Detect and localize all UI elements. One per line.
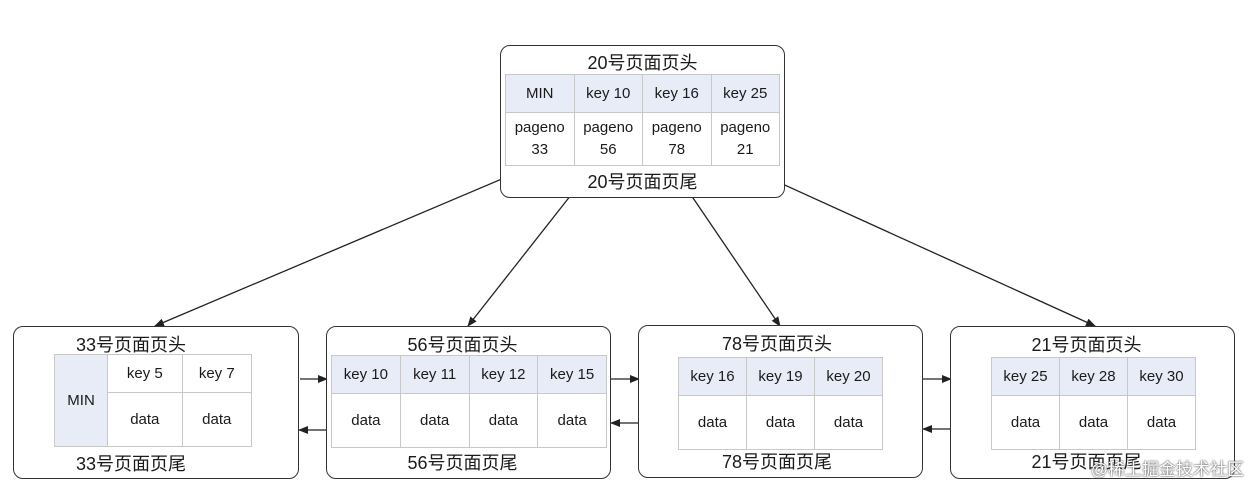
leaf-record-table: key 10 key 11 key 12 key 15 data data da… (331, 355, 607, 448)
leaf-page-footer: 33号页面页尾 (75, 454, 187, 474)
leaf-page-footer: 21号页面页尾 (1031, 452, 1142, 472)
leaf-page-header: 33号页面页头 (75, 335, 187, 355)
root-key-cell: MIN (505, 74, 575, 113)
pointer-label: pageno (720, 119, 771, 136)
leaf-data-cell: data (1059, 395, 1128, 450)
leaf-key-cell: key 10 (331, 355, 401, 394)
leaf-data-cell: data (468, 393, 539, 448)
watermark: @稀土掘金技术社区 (1090, 460, 1244, 479)
root-key-cell: key 16 (642, 74, 712, 113)
pointer-label: pageno (651, 119, 702, 136)
leaf-key-cell: key 12 (468, 355, 539, 394)
leaf-key-cell: key 15 (537, 355, 607, 394)
min-record-cell: MIN (53, 354, 109, 447)
root-pointer-cell: pageno 56 (573, 112, 643, 166)
pointer-page-number: 78 (668, 141, 686, 158)
leaf-page-21: 21号页面页头 key 25 key 28 key 30 data data d… (950, 326, 1235, 479)
leaf-data-cell: data (537, 393, 607, 448)
leaf-data-cell: data (181, 392, 253, 447)
root-key-cell: key 25 (710, 74, 780, 113)
root-pointer-cell: pageno 21 (710, 112, 780, 166)
root-page-footer: 20号页面页尾 (587, 172, 698, 192)
pointer-arrow-33 (154, 166, 531, 327)
leaf-record-table: key 25 key 28 key 30 data data data (991, 357, 1196, 450)
leaf-page-header: 21号页面页头 (1031, 335, 1142, 355)
leaf-key-cell: key 20 (814, 357, 883, 396)
leaf-page-header: 78号页面页头 (721, 334, 833, 354)
pointer-label: pageno (514, 119, 565, 136)
pointer-page-number: 56 (599, 141, 617, 158)
leaf-page-footer: 56号页面页尾 (407, 453, 518, 473)
leaf-data-cell: data (107, 392, 183, 447)
pointer-page-number: 33 (531, 141, 549, 158)
leaf-record-table: MIN key 5 key 7 data data (53, 354, 253, 447)
leaf-page-56: 56号页面页头 key 10 key 11 key 12 key 15 data… (326, 326, 611, 479)
leaf-page-33: 33号页面页头 MIN key 5 key 7 data data 33号页面页… (13, 326, 299, 479)
pointer-label: pageno (583, 119, 634, 136)
leaf-data-cell: data (1127, 395, 1196, 450)
root-pointer-cell: pageno 78 (642, 112, 712, 166)
leaf-page-footer: 78号页面页尾 (721, 452, 833, 472)
leaf-key-cell: key 5 (107, 354, 183, 393)
leaf-key-cell: key 25 (991, 357, 1060, 396)
leaf-key-cell: key 30 (1127, 357, 1196, 396)
pointer-page-number: 21 (736, 141, 754, 158)
leaf-record-table: key 16 key 19 key 20 data data data (678, 357, 883, 450)
leaf-key-cell: key 7 (181, 354, 253, 393)
leaf-data-cell: data (991, 395, 1060, 450)
leaf-data-cell: data (746, 395, 815, 450)
root-key-cell: key 10 (573, 74, 643, 113)
root-pointer-cell: pageno 33 (505, 112, 575, 166)
leaf-key-cell: key 28 (1059, 357, 1128, 396)
leaf-page-78: 78号页面页头 key 16 key 19 key 20 data data d… (638, 325, 923, 478)
leaf-key-cell: key 11 (399, 355, 470, 394)
root-record-table: MIN key 10 key 16 key 25 pageno 33 pagen… (505, 74, 780, 166)
root-page-header: 20号页面页头 (587, 53, 698, 73)
leaf-data-cell: data (331, 393, 401, 448)
leaf-page-header: 56号页面页头 (407, 335, 518, 355)
leaf-data-cell: data (814, 395, 883, 450)
leaf-data-cell: data (399, 393, 470, 448)
leaf-data-cell: data (678, 395, 747, 450)
root-page: 20号页面页头 MIN key 10 key 16 key 25 pageno … (500, 45, 785, 198)
leaf-key-cell: key 16 (678, 357, 747, 396)
pointer-arrow-21 (744, 166, 1096, 327)
leaf-key-cell: key 19 (746, 357, 815, 396)
